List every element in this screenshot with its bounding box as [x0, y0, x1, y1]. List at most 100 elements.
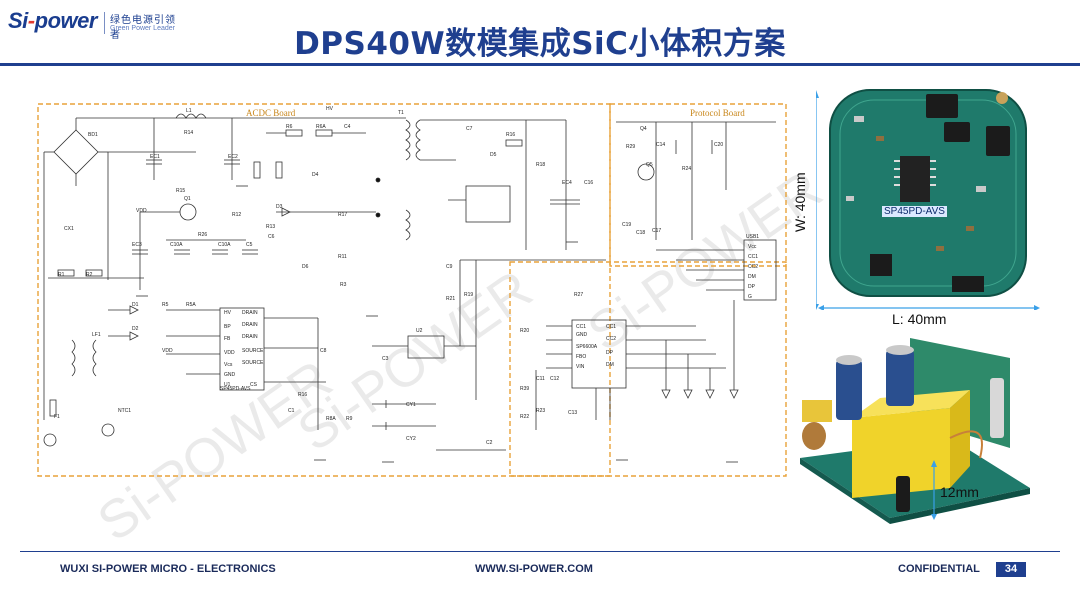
svg-text:C8: C8 — [320, 348, 327, 354]
length-dimension-label: L: 40mm — [892, 311, 947, 327]
protocol-block-outline — [609, 103, 787, 267]
svg-text:D1: D1 — [132, 302, 139, 308]
acdc-block-outline — [37, 103, 611, 477]
svg-text:CC2: CC2 — [606, 336, 616, 342]
acdc-board-label: ACDC Board — [246, 108, 296, 118]
svg-text:R2: R2 — [86, 272, 93, 278]
svg-text:CC1: CC1 — [748, 254, 758, 260]
chip-marking: SP45PD-AVS — [882, 206, 947, 217]
svg-text:VDD: VDD — [136, 208, 147, 214]
svg-text:HV: HV — [326, 106, 334, 112]
svg-text:D6: D6 — [302, 264, 309, 270]
svg-text:R5: R5 — [162, 302, 169, 308]
svg-text:R19: R19 — [464, 292, 473, 298]
svg-text:SOURCE: SOURCE — [242, 348, 264, 354]
svg-text:Vcs: Vcs — [224, 362, 233, 368]
width-dimension-label: W: 40mm — [792, 172, 808, 232]
svg-text:CC2: CC2 — [748, 264, 758, 270]
svg-text:R13: R13 — [266, 224, 275, 230]
svg-text:FBO: FBO — [576, 354, 586, 360]
svg-text:C12: C12 — [550, 376, 559, 382]
svg-text:R3: R3 — [340, 282, 347, 288]
acdc-ic-label: SP45PD-AVS — [220, 386, 251, 392]
svg-text:HV: HV — [224, 310, 232, 316]
svg-text:U2: U2 — [416, 328, 423, 334]
svg-text:C10A: C10A — [170, 242, 183, 248]
svg-text:R29: R29 — [626, 144, 635, 150]
svg-text:C20: C20 — [714, 142, 723, 148]
svg-text:G: G — [748, 294, 752, 300]
footer-company: WUXI SI-POWER MICRO - ELECTRONICS — [60, 563, 276, 575]
svg-text:R16: R16 — [506, 132, 515, 138]
svg-text:C9: C9 — [446, 264, 453, 270]
sync-rect-ic — [465, 185, 511, 223]
svg-text:DM: DM — [606, 362, 614, 368]
logo-tagline-cn: 绿色电源引领者 — [110, 15, 176, 41]
svg-text:C17: C17 — [652, 228, 661, 234]
svg-text:C2: C2 — [486, 440, 493, 446]
company-logo: Si-power 绿色电源引领者 Green Power Leader — [8, 8, 178, 41]
svg-text:R1: R1 — [58, 272, 65, 278]
title-underline — [0, 63, 1080, 66]
svg-text:C13: C13 — [568, 410, 577, 416]
svg-text:R16: R16 — [298, 392, 307, 398]
svg-text:C3: C3 — [382, 356, 389, 362]
svg-text:C10A: C10A — [218, 242, 231, 248]
protocol-lower-outline — [509, 261, 787, 477]
svg-text:DM: DM — [748, 274, 756, 280]
svg-text:R15: R15 — [176, 188, 185, 194]
svg-text:BP: BP — [224, 324, 231, 330]
svg-text:C11: C11 — [536, 376, 545, 382]
svg-text:C1: C1 — [288, 408, 295, 414]
svg-text:R22: R22 — [520, 414, 529, 420]
svg-text:BD1: BD1 — [88, 132, 98, 138]
protocol-board-label: Protocol Board — [690, 108, 745, 118]
logo-tagline-en: Green Power Leader — [110, 25, 175, 32]
svg-text:LF1: LF1 — [92, 332, 101, 338]
slide-title: DPS40W数模集成SiC小体积方案 — [294, 26, 786, 62]
svg-text:C14: C14 — [656, 142, 665, 148]
svg-text:DP: DP — [748, 284, 756, 290]
svg-text:R9: R9 — [346, 416, 353, 422]
pcb-side-photo — [800, 338, 1030, 524]
svg-text:GND: GND — [224, 372, 236, 378]
svg-text:DP: DP — [606, 350, 614, 356]
svg-text:D2: D2 — [132, 326, 139, 332]
svg-text:NTC1: NTC1 — [118, 408, 131, 414]
svg-text:R14: R14 — [184, 130, 193, 136]
optocoupler — [407, 335, 445, 359]
svg-text:R23: R23 — [536, 408, 545, 414]
svg-text:EC1: EC1 — [150, 154, 160, 160]
svg-text:R6: R6 — [286, 124, 293, 130]
svg-text:DRAIN: DRAIN — [242, 322, 258, 328]
svg-text:SOURCE: SOURCE — [242, 360, 264, 366]
svg-text:CC1: CC1 — [576, 324, 586, 330]
svg-text:Q5: Q5 — [646, 162, 653, 168]
svg-text:CY1: CY1 — [406, 402, 416, 408]
svg-text:R18: R18 — [536, 162, 545, 168]
pcb-top-photo — [816, 89, 1040, 310]
svg-text:EC2: EC2 — [228, 154, 238, 160]
logo-divider — [104, 12, 105, 34]
svg-text:C7: C7 — [466, 126, 473, 132]
svg-text:R24: R24 — [682, 166, 691, 172]
svg-text:R17: R17 — [338, 212, 347, 218]
svg-text:D4: D4 — [312, 172, 319, 178]
svg-text:R12: R12 — [232, 212, 241, 218]
fuse — [49, 399, 57, 417]
svg-text:VIN: VIN — [576, 364, 585, 370]
footer-confidential: CONFIDENTIAL — [898, 563, 980, 575]
svg-text:EC4: EC4 — [562, 180, 572, 186]
svg-text:CX1: CX1 — [64, 226, 74, 232]
svg-text:C18: C18 — [636, 230, 645, 236]
svg-text:C6: C6 — [268, 234, 275, 240]
footer-website[interactable]: WWW.SI-POWER.COM — [475, 563, 593, 575]
svg-text:R11: R11 — [338, 254, 347, 260]
svg-text:CY2: CY2 — [406, 436, 416, 442]
acdc-controller-ic — [219, 307, 265, 391]
svg-text:Vcc: Vcc — [748, 244, 757, 250]
protocol-ic-label: SP6600A — [576, 344, 598, 350]
svg-text:C4: C4 — [344, 124, 351, 130]
page-number: 34 — [996, 562, 1026, 577]
